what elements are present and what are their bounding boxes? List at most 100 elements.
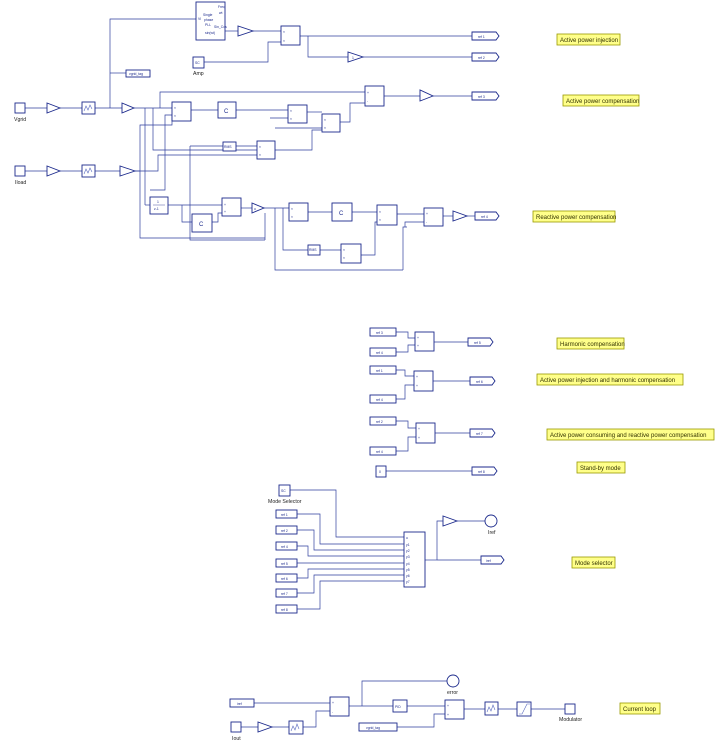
svg-text:×: × bbox=[259, 153, 261, 157]
from-ref4-c[interactable]: ref 4 bbox=[369, 446, 397, 456]
svg-text:Current loop: Current loop bbox=[623, 707, 657, 713]
product-apc-3[interactable]: × × bbox=[321, 113, 341, 133]
rms-rpc[interactable]: RMS bbox=[307, 244, 321, 256]
c-block-rpc-2[interactable]: C bbox=[331, 202, 353, 222]
goto-ref5[interactable]: ref 5 bbox=[467, 337, 494, 347]
vgrid-gain[interactable] bbox=[46, 102, 62, 114]
from-iref[interactable]: iref bbox=[229, 698, 255, 708]
svg-text:-: - bbox=[367, 99, 368, 103]
product-rpc-1[interactable]: × × bbox=[288, 202, 309, 222]
svg-text:+: + bbox=[418, 427, 420, 431]
from-ref3-a[interactable]: ref 3 bbox=[369, 327, 397, 337]
iload-inport[interactable]: Iload bbox=[14, 165, 26, 186]
svg-text:×: × bbox=[174, 114, 176, 118]
svg-text:+: + bbox=[367, 91, 369, 95]
goto-ref7[interactable]: ref 7 bbox=[469, 428, 496, 438]
multiport-switch[interactable]: u y1 y2 y3 y4 y5 y6 y7 bbox=[403, 531, 426, 588]
sum-consuming-reactive[interactable]: + + bbox=[415, 422, 436, 444]
cl-filter[interactable] bbox=[484, 701, 499, 716]
error-outport[interactable]: error bbox=[446, 674, 460, 696]
gain-neg[interactable]: 1 bbox=[347, 51, 365, 63]
iout-gain[interactable] bbox=[257, 721, 274, 733]
from-ref2-m[interactable]: ref 2 bbox=[275, 525, 298, 535]
sum-rpc-1[interactable]: + + bbox=[221, 197, 242, 217]
sum-cl[interactable]: + + bbox=[444, 699, 465, 720]
svg-text:ref 7: ref 7 bbox=[476, 432, 483, 436]
product-rpc-2[interactable]: × × bbox=[376, 204, 398, 226]
from-ref1-b[interactable]: ref 1 bbox=[369, 365, 397, 375]
gain-iref[interactable] bbox=[442, 515, 459, 527]
annotation-reactive-power-compensation: Reactive power compensation bbox=[532, 210, 616, 223]
from-ref4-a[interactable]: ref 4 bbox=[369, 347, 397, 357]
mode-selector-source[interactable]: SC Mode Selector bbox=[268, 484, 302, 505]
c-block-apc[interactable]: C bbox=[217, 101, 237, 119]
svg-text:Harmonic compensation: Harmonic compensation bbox=[560, 342, 625, 348]
iout-inport[interactable]: Iout bbox=[230, 721, 242, 742]
product-apc-1[interactable]: × × bbox=[171, 101, 192, 122]
svg-text:×: × bbox=[290, 109, 292, 113]
sum-error[interactable]: + - bbox=[329, 696, 350, 717]
modulator-outport[interactable]: Modulator bbox=[559, 703, 582, 723]
svg-text:×: × bbox=[259, 145, 261, 149]
annotation-injection-and-harmonic: Active power injection and harmonic comp… bbox=[536, 373, 684, 386]
svg-text:wt: wt bbox=[219, 11, 222, 15]
annotation-active-power-compensation: Active power compensation bbox=[562, 94, 640, 107]
sum-harmonic[interactable]: + + bbox=[414, 331, 435, 352]
amp-source[interactable]: SC Amp bbox=[192, 56, 205, 77]
svg-text:Mode selector: Mode selector bbox=[575, 561, 613, 567]
svg-text:Reactive power compensation: Reactive power compensation bbox=[536, 215, 616, 221]
saturation[interactable] bbox=[516, 701, 532, 717]
goto-vgrid-tag[interactable]: vgrid_tag bbox=[125, 69, 151, 78]
gain-sin[interactable] bbox=[237, 25, 255, 37]
product-apc-2[interactable]: × × bbox=[287, 104, 308, 124]
from-ref8-m[interactable]: ref 8 bbox=[275, 604, 298, 614]
from-ref7-m[interactable]: ref 7 bbox=[275, 588, 298, 598]
constant-zero[interactable]: 0 bbox=[375, 465, 387, 478]
iload-gain-2[interactable] bbox=[119, 165, 137, 177]
from-ref5-m[interactable]: ref 5 bbox=[275, 558, 298, 568]
product-injection[interactable]: × × bbox=[280, 25, 301, 46]
sum-apc[interactable]: + - bbox=[364, 85, 385, 107]
from-ref2-c[interactable]: ref 2 bbox=[369, 416, 397, 426]
rms-apc[interactable]: RMS bbox=[222, 141, 237, 152]
sqrt-block[interactable]: u bbox=[251, 202, 266, 214]
iref-outport[interactable]: Iref bbox=[484, 514, 498, 536]
c-block-rpc-1[interactable]: C bbox=[191, 213, 213, 233]
goto-ref1[interactable]: ref 1 bbox=[471, 31, 500, 41]
svg-text:+: + bbox=[224, 210, 226, 214]
svg-text:+: + bbox=[417, 344, 419, 348]
from-ref4-m[interactable]: ref 4 bbox=[275, 541, 298, 551]
iout-filter[interactable] bbox=[288, 720, 304, 735]
annotation-active-power-injection: Active power injection bbox=[556, 33, 621, 46]
gain-rpc[interactable] bbox=[452, 210, 469, 222]
pll-block[interactable]: Single phase PLL sin(wt) Vi Freq wt Sin_… bbox=[195, 1, 227, 41]
svg-text:ref 1: ref 1 bbox=[376, 369, 383, 373]
from-vgrid-tag[interactable]: vgrid_tag bbox=[358, 722, 398, 732]
sum-rpc-2[interactable]: + - bbox=[423, 207, 444, 227]
vgrid-inport[interactable]: Vgrid bbox=[14, 102, 26, 123]
product-apc-4[interactable]: × × bbox=[256, 140, 276, 160]
pid-controller[interactable]: PID bbox=[392, 699, 408, 713]
from-ref6-m[interactable]: ref 6 bbox=[275, 573, 298, 583]
from-ref4-b[interactable]: ref 4 bbox=[369, 394, 397, 404]
svg-text:ref 1: ref 1 bbox=[478, 35, 485, 39]
sum-injection-harmonic[interactable]: + + bbox=[413, 370, 434, 392]
gain-apc[interactable] bbox=[419, 89, 435, 102]
goto-ref6[interactable]: ref 6 bbox=[469, 376, 496, 386]
discrete-integrator[interactable]: 1 z-1 bbox=[149, 196, 169, 215]
goto-ref4[interactable]: ref 4 bbox=[474, 211, 500, 221]
from-ref1-m[interactable]: ref 1 bbox=[275, 509, 298, 519]
svg-text:C: C bbox=[339, 211, 344, 217]
goto-ref2[interactable]: ref 2 bbox=[471, 52, 500, 62]
svg-text:×: × bbox=[291, 207, 293, 211]
goto-ref8[interactable]: ref 8 bbox=[471, 466, 498, 476]
goto-iref[interactable]: iref bbox=[480, 555, 505, 565]
vgrid-filter[interactable] bbox=[81, 101, 96, 115]
svg-text:C: C bbox=[199, 222, 204, 228]
iload-filter[interactable] bbox=[81, 164, 96, 178]
product-rpc-3[interactable]: × × bbox=[340, 243, 362, 264]
iload-gain[interactable] bbox=[46, 165, 62, 177]
goto-ref3[interactable]: ref 3 bbox=[471, 91, 500, 101]
vgrid-gain-2[interactable] bbox=[121, 102, 136, 114]
svg-text:×: × bbox=[324, 126, 326, 130]
